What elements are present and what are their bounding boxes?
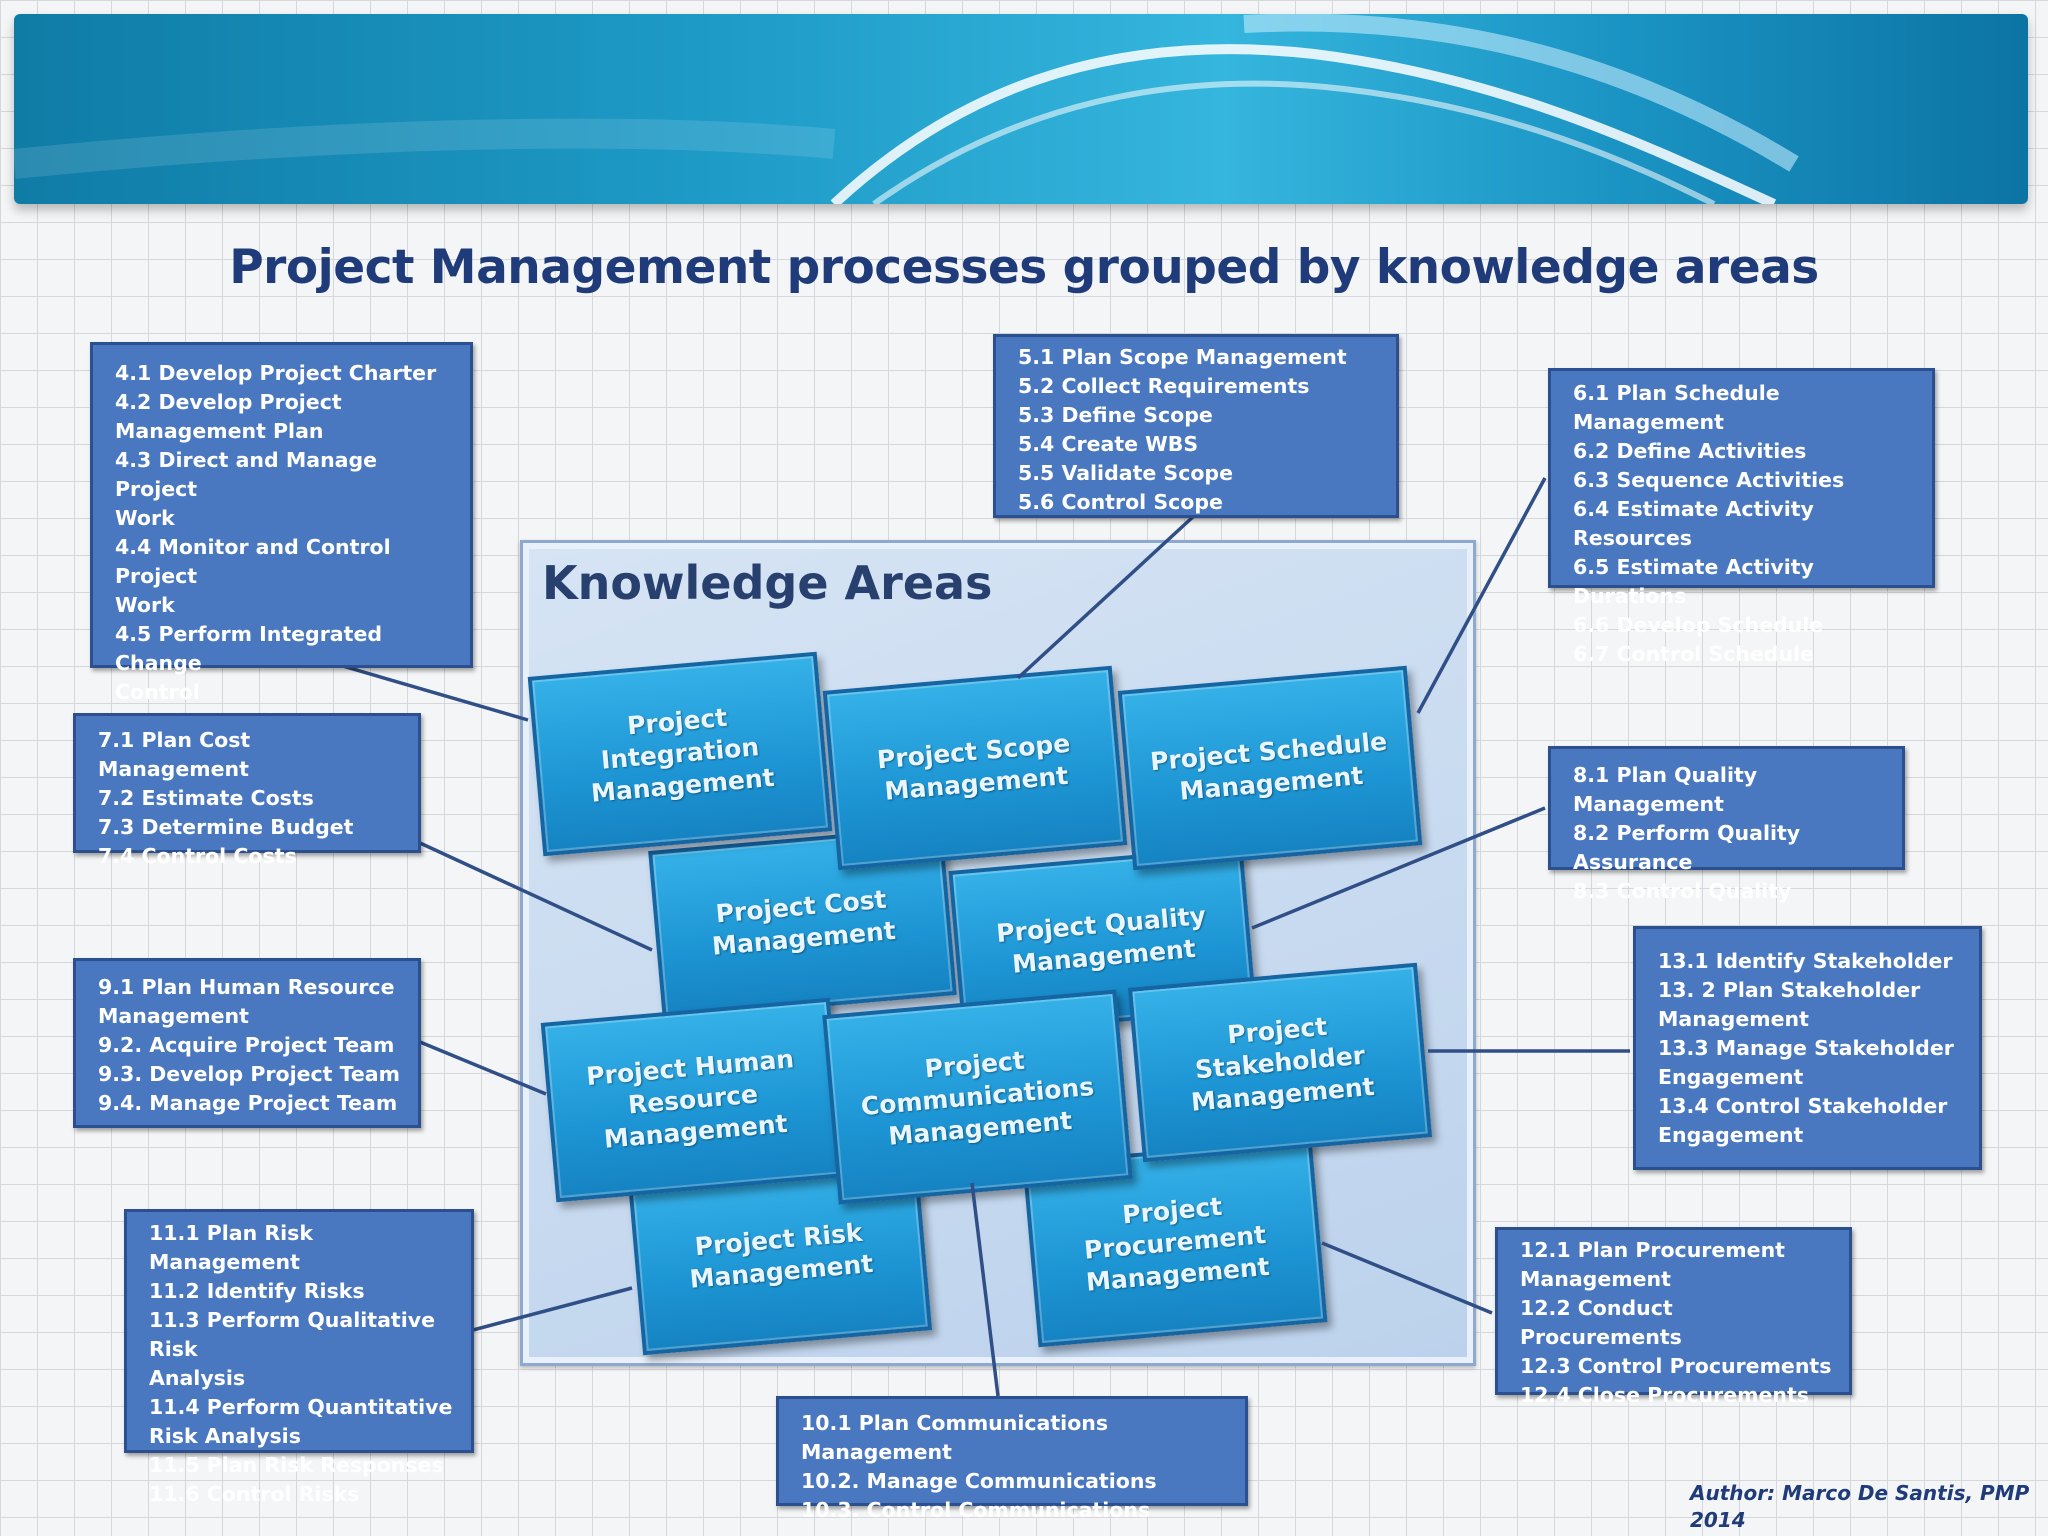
process-item: 5.3 Define Scope	[1018, 403, 1213, 427]
process-item: 8.2 Perform Quality Assurance	[1573, 821, 1801, 874]
process-item: 11.5 Plan Risk Responses	[149, 1453, 444, 1477]
connector-quality	[1251, 806, 1546, 930]
author-year: 2014	[1690, 1508, 1746, 1532]
process-box-communications: 10.1 Plan Communications Management 10.2…	[776, 1396, 1248, 1522]
process-box-human-resource: 9.1 Plan Human Resource Management 9.2. …	[73, 958, 421, 1128]
process-box-procurement: 12.1 Plan Procurement Management 12.2 Co…	[1495, 1227, 1852, 1407]
process-item: 5.4 Create WBS	[1018, 432, 1199, 456]
process-item: 5.5 Validate Scope	[1018, 461, 1234, 485]
process-item: 4.3 Direct and Manage Project Work	[115, 448, 378, 530]
process-item: 9.2. Acquire Project Team	[98, 1033, 395, 1057]
process-item: 11.1 Plan Risk Management	[149, 1221, 313, 1274]
process-item: 7.4 Control Costs	[98, 844, 297, 868]
process-item: 13.1 Identify Stakeholder	[1658, 949, 1953, 973]
connector-communications	[970, 1182, 1000, 1397]
process-box-integration: 4.1 Develop Project Charter 4.2 Develop …	[90, 342, 473, 733]
process-item: 4.5 Perform Integrated Change Control	[115, 622, 383, 704]
process-box-risk: 11.1 Plan Risk Management 11.2 Identify …	[124, 1209, 474, 1506]
process-item: 9.4. Manage Project Team	[98, 1091, 398, 1115]
process-item: 6.3 Sequence Activities	[1573, 468, 1845, 492]
process-item: 9.3. Develop Project Team	[98, 1062, 400, 1086]
process-item: 5.2 Collect Requirements	[1018, 374, 1310, 398]
process-box-scope: 5.1 Plan Scope Management 5.2 Collect Re…	[993, 334, 1399, 518]
process-item: 10.2. Manage Communications	[801, 1469, 1157, 1493]
process-item: 6.1 Plan Schedule Management	[1573, 381, 1780, 434]
process-item: 12.4 Close Procurements	[1520, 1383, 1809, 1407]
process-item: 11.4 Perform Quantitative Risk Analysis	[149, 1395, 453, 1448]
connector-human-resource	[419, 1040, 547, 1096]
process-item: 4.4 Monitor and Control Project Work	[115, 535, 391, 617]
process-item: 5.1 Plan Scope Management	[1018, 345, 1347, 369]
process-item: 10.3. Control Communications	[801, 1498, 1151, 1522]
process-item: 10.1 Plan Communications Management	[801, 1411, 1109, 1464]
header-banner	[14, 14, 2028, 204]
process-item: 13. 2 Plan Stakeholder Management	[1658, 978, 1921, 1031]
process-box-cost: 7.1 Plan Cost Management 7.2 Estimate Co…	[73, 713, 421, 868]
process-item: 8.1 Plan Quality Management	[1573, 763, 1758, 816]
process-item: 11.2 Identify Risks	[149, 1279, 365, 1303]
process-box-stakeholder: 13.1 Identify Stakeholder 13. 2 Plan Sta…	[1633, 926, 1982, 1170]
process-item: 11.3 Perform Qualitative Risk Analysis	[149, 1308, 435, 1390]
author-name: Author: Marco De Santis, PMP	[1690, 1481, 2030, 1505]
process-item: 5.6 Control Scope	[1018, 490, 1223, 514]
process-item: 12.1 Plan Procurement Management	[1520, 1238, 1785, 1291]
page-title: Project Management processes grouped by …	[229, 240, 1819, 295]
process-item: 7.2 Estimate Costs	[98, 786, 314, 810]
process-item: 6.5 Estimate Activity Durations	[1573, 555, 1814, 608]
knowledge-areas-title: Knowledge Areas	[542, 556, 993, 610]
process-item: 4.2 Develop Project Management Plan	[115, 390, 342, 443]
process-item: 4.1 Develop Project Charter	[115, 361, 437, 385]
process-item: 6.6 Develop Schedule	[1573, 613, 1824, 637]
connector-scope	[1016, 513, 1197, 680]
banner-swoosh	[14, 14, 1799, 204]
process-item: 11.6 Control Risks	[149, 1482, 360, 1506]
connector-cost	[419, 841, 653, 952]
connector-risk	[472, 1286, 633, 1332]
connector-procurement	[1321, 1241, 1493, 1315]
connector-schedule	[1416, 477, 1547, 714]
process-item: 7.3 Determine Budget	[98, 815, 354, 839]
process-item: 8.3 Control Quality	[1573, 879, 1792, 903]
process-item: 12.2 Conduct Procurements	[1520, 1296, 1682, 1349]
process-item: 7.1 Plan Cost Management	[98, 728, 251, 781]
process-box-quality: 8.1 Plan Quality Management 8.2 Perform …	[1548, 746, 1905, 903]
process-item: 6.2 Define Activities	[1573, 439, 1807, 463]
process-item: 13.3 Manage Stakeholder Engagement	[1658, 1036, 1954, 1089]
author-credit: Author: Marco De Santis, PMP 2014	[1690, 1480, 2029, 1534]
process-item: 6.4 Estimate Activity Resources	[1573, 497, 1814, 550]
process-item: 9.1 Plan Human Resource Management	[98, 975, 395, 1028]
process-item: 12.3 Control Procurements	[1520, 1354, 1832, 1378]
process-box-schedule: 6.1 Plan Schedule Management 6.2 Define …	[1548, 368, 1935, 666]
process-item: 6.7 Control Schedule	[1573, 642, 1814, 666]
process-item: 13.4 Control Stakeholder Engagement	[1658, 1094, 1948, 1147]
